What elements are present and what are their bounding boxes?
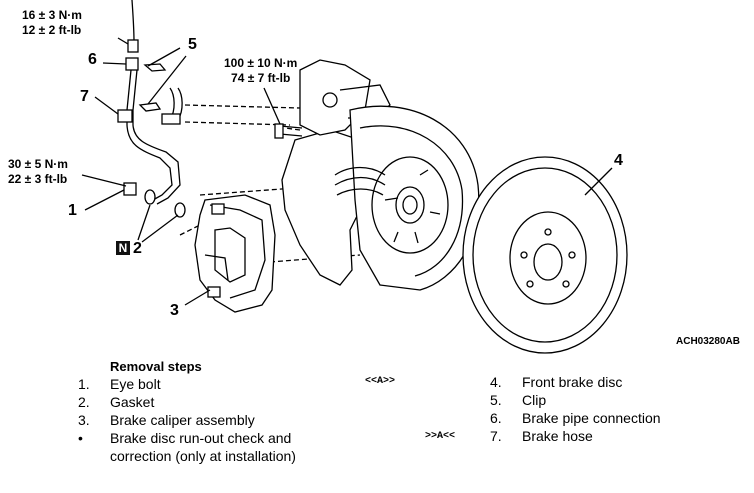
step-text: Clip <box>522 392 547 408</box>
hose-fitting-top <box>127 39 139 53</box>
step-text: Front brake disc <box>522 374 623 390</box>
step-text: Gasket <box>110 394 155 410</box>
torque-spec-eye-bolt: 30 ± 5 N·m 22 ± 3 ft-lb <box>8 157 68 187</box>
step-row: 7. Brake hose <box>490 427 661 445</box>
step-text: Brake disc run-out check and <box>110 430 292 446</box>
step-row: 1. Eye bolt <box>78 375 296 393</box>
eye-bolt <box>123 182 137 196</box>
callout-5: 5 <box>188 36 197 53</box>
torque-ftlb: 74 ± 7 ft-lb <box>231 71 291 85</box>
step-text: correction (only at installation) <box>110 448 296 464</box>
torque-nm: 16 ± 3 N·m <box>22 8 82 22</box>
removal-steps-title: Removal steps <box>110 359 202 374</box>
service-tag-a-removal: <<A>> <box>365 376 396 387</box>
removal-steps-left: 1. Eye bolt 2. Gasket 3. Brake caliper asse… <box>78 375 296 465</box>
step-number: 2. <box>78 394 90 410</box>
step-number: 6. <box>490 410 502 426</box>
callout-1: 1 <box>68 202 77 219</box>
non-reusable-badge: N <box>116 241 130 255</box>
torque-ftlb: 12 ± 2 ft-lb <box>22 23 82 37</box>
torque-spec-hose: 16 ± 3 N·m 12 ± 2 ft-lb <box>22 8 82 38</box>
step-text: Brake caliper assembly <box>110 412 255 428</box>
step-number: 7. <box>490 428 502 444</box>
figure-code: ACH03280AB <box>676 336 740 347</box>
step-text: Eye bolt <box>110 376 161 392</box>
torque-nm: 30 ± 5 N·m <box>8 157 68 171</box>
brake-pipe <box>131 0 135 43</box>
step-row: correction (only at installation) <box>78 447 296 465</box>
step-number: 4. <box>490 374 502 390</box>
gasket <box>144 189 156 205</box>
callout-2: 2 <box>133 240 142 257</box>
step-row: 5. Clip <box>490 391 661 409</box>
brake-assembly-illustration <box>81 0 628 354</box>
step-row: 6. Brake pipe connection <box>490 409 661 427</box>
caliper-bolt <box>279 125 303 137</box>
callout-3: 3 <box>170 302 179 319</box>
step-row: 3. Brake caliper assembly <box>78 411 296 429</box>
step-row: 2. Gasket <box>78 393 296 411</box>
callout-4: 4 <box>614 152 623 169</box>
step-text: Brake hose <box>522 428 593 444</box>
step-number: 1. <box>78 376 90 392</box>
step-text: Brake pipe connection <box>522 410 661 426</box>
step-row: 4. Front brake disc <box>490 373 661 391</box>
brake-pipe-connection <box>125 57 139 71</box>
step-bullet: • <box>78 430 83 446</box>
torque-spec-caliper-bolt: 100 ± 10 N·m 74 ± 7 ft-lb <box>224 56 297 86</box>
service-tag-a-install: >>A<< <box>425 431 456 442</box>
step-number: 5. <box>490 392 502 408</box>
torque-nm: 100 ± 10 N·m <box>224 56 298 70</box>
brake-hose <box>126 69 173 201</box>
brake-caliper <box>194 194 276 313</box>
step-number: 3. <box>78 412 90 428</box>
removal-steps-right: 4. Front brake disc 5. Clip 6. Brake pipe c… <box>490 373 661 445</box>
clip <box>143 63 167 72</box>
step-row: • Brake disc run-out check and <box>78 429 296 447</box>
callout-6: 6 <box>88 51 97 68</box>
torque-ftlb: 22 ± 3 ft-lb <box>8 172 68 186</box>
callout-7: 7 <box>80 88 89 105</box>
